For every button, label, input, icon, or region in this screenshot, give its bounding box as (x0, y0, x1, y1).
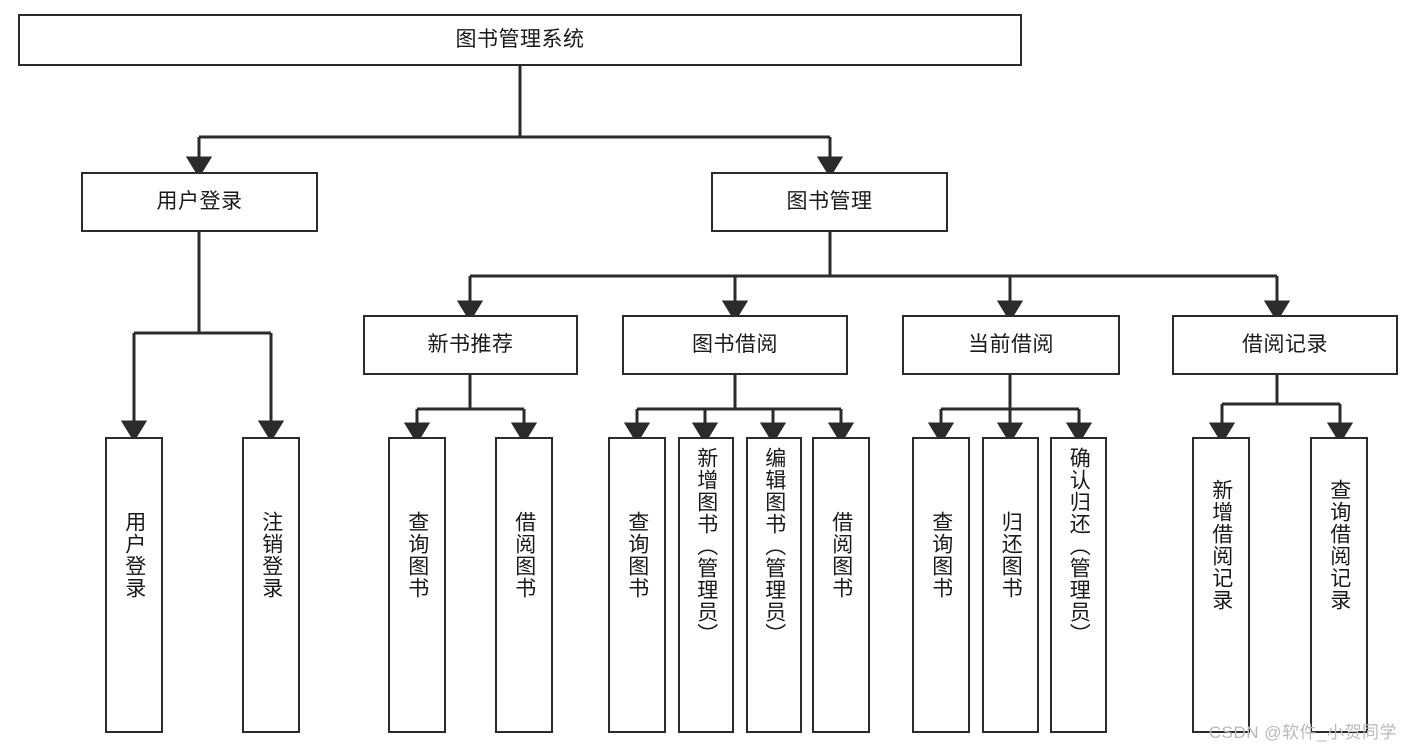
node-leaf-query-borrow-record-label: 查询借阅记录 (1327, 479, 1351, 611)
node-leaf-query-borrow-record[interactable]: 查询借阅记录 (1310, 437, 1368, 733)
node-leaf-query-book-3-label: 查询图书 (929, 511, 953, 599)
node-leaf-add-book-label: 新增图书（管理员） (694, 447, 718, 645)
node-current-borrow-label: 当前借阅 (968, 333, 1054, 357)
node-leaf-user-logout[interactable]: 注销登录 (242, 437, 300, 733)
node-borrow-record[interactable]: 借阅记录 (1172, 315, 1398, 375)
node-new-book-recommend-label: 新书推荐 (427, 333, 514, 357)
node-current-borrow[interactable]: 当前借阅 (902, 315, 1120, 375)
node-leaf-user-login[interactable]: 用户登录 (105, 437, 163, 733)
node-leaf-query-book-1-label: 查询图书 (405, 511, 429, 599)
node-user-login-label: 用户登录 (156, 190, 243, 214)
node-leaf-query-book-1[interactable]: 查询图书 (388, 437, 446, 733)
node-leaf-borrow-book-1[interactable]: 借阅图书 (495, 437, 553, 733)
node-leaf-query-book-3[interactable]: 查询图书 (912, 437, 970, 733)
node-leaf-borrow-book-1-label: 借阅图书 (512, 511, 536, 599)
node-leaf-query-book-2-label: 查询图书 (625, 511, 649, 599)
node-book-management[interactable]: 图书管理 (711, 172, 948, 232)
node-root[interactable]: 图书管理系统 (18, 14, 1022, 66)
node-leaf-confirm-return-label: 确认归还（管理员） (1067, 447, 1091, 645)
node-book-borrow-label: 图书借阅 (692, 333, 778, 357)
node-borrow-record-label: 借阅记录 (1242, 333, 1328, 357)
node-leaf-user-logout-label: 注销登录 (259, 511, 283, 599)
node-leaf-borrow-book-2-label: 借阅图书 (829, 511, 853, 599)
node-book-management-label: 图书管理 (786, 190, 873, 214)
csdn-watermark: CSDN @软件_小贺同学 (1208, 723, 1397, 742)
node-leaf-borrow-book-2[interactable]: 借阅图书 (812, 437, 870, 733)
node-leaf-query-book-2[interactable]: 查询图书 (608, 437, 666, 733)
node-leaf-confirm-return[interactable]: 确认归还（管理员） (1050, 437, 1107, 733)
node-book-borrow[interactable]: 图书借阅 (622, 315, 848, 375)
node-leaf-user-login-label: 用户登录 (122, 511, 146, 599)
node-leaf-return-book-label: 归还图书 (999, 511, 1023, 599)
node-user-login[interactable]: 用户登录 (81, 172, 318, 232)
node-leaf-edit-book[interactable]: 编辑图书（管理员） (746, 437, 802, 733)
node-leaf-return-book[interactable]: 归还图书 (982, 437, 1039, 733)
node-leaf-edit-book-label: 编辑图书（管理员） (762, 447, 786, 645)
node-root-label: 图书管理系统 (455, 28, 585, 52)
node-new-book-recommend[interactable]: 新书推荐 (363, 315, 578, 375)
node-leaf-add-book[interactable]: 新增图书（管理员） (678, 437, 734, 733)
node-leaf-add-borrow-record[interactable]: 新增借阅记录 (1192, 437, 1250, 733)
node-leaf-add-borrow-record-label: 新增借阅记录 (1209, 479, 1233, 611)
